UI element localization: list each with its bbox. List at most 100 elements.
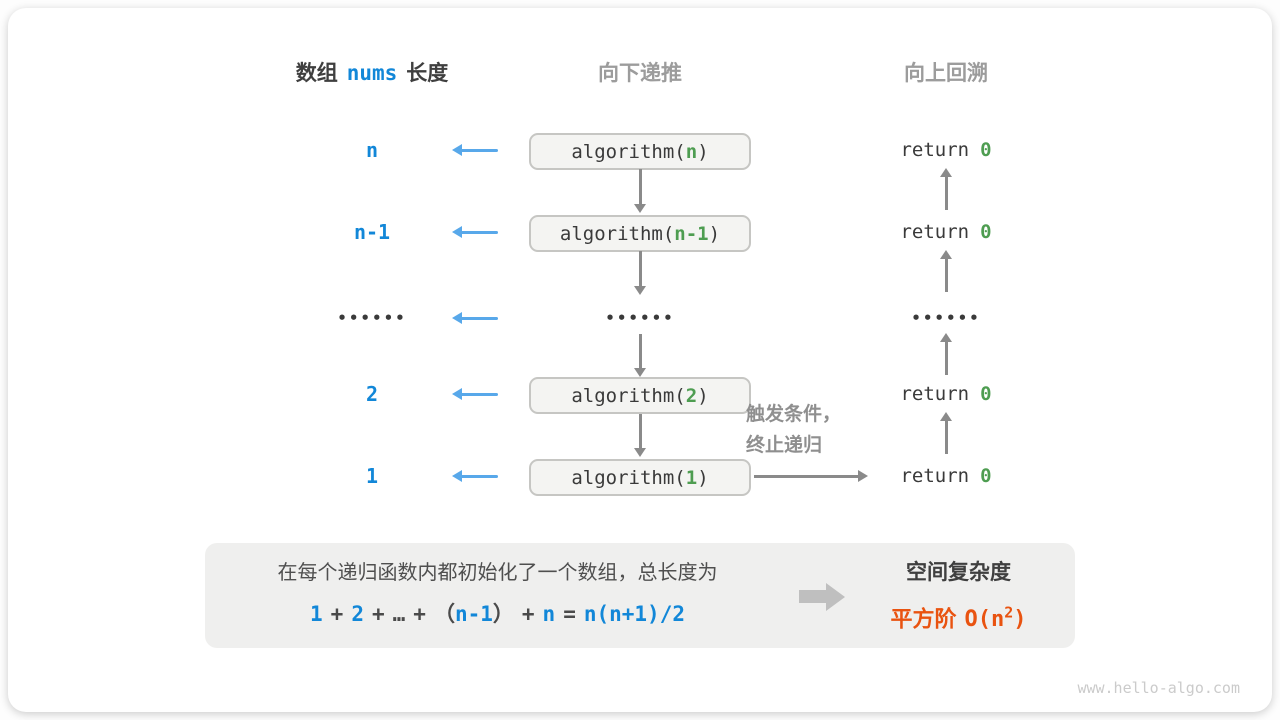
arrow-line	[944, 175, 948, 210]
formula-operator: +	[521, 602, 535, 626]
arrow-head	[452, 144, 462, 156]
return-value: 0	[980, 383, 992, 405]
arrow-head	[940, 168, 952, 177]
call-suffix: )	[697, 466, 709, 489]
summary-panel	[205, 543, 1075, 648]
length-label-1: 1	[365, 464, 379, 488]
call-prefix: algorithm(	[559, 222, 675, 245]
formula-term: n-1	[454, 602, 493, 626]
formula-term: 2	[351, 602, 364, 626]
formula-term: n	[542, 602, 556, 626]
annotation-line2: 终止递归	[746, 434, 823, 456]
array-label-suffix: 长度	[406, 61, 449, 85]
call-box-n: algorithm(n)	[529, 133, 751, 170]
up-arrow-gap1	[939, 168, 953, 210]
arrow-head	[940, 412, 952, 421]
array-name-code: nums	[346, 61, 398, 85]
down-arrow-gap3	[633, 334, 647, 377]
formula-paren-open: （	[433, 602, 455, 626]
arrow-head	[634, 368, 646, 377]
formula-term: 1	[310, 602, 323, 626]
complexity-title: 空间复杂度	[906, 560, 1011, 584]
watermark: www.hello-algo.com	[1077, 679, 1240, 697]
call-prefix: algorithm(	[571, 466, 686, 489]
arrow-head	[452, 470, 462, 482]
return-keyword: return	[900, 221, 970, 243]
arrow-line	[754, 474, 860, 478]
call-box-1: algorithm(1)	[529, 459, 751, 496]
call-suffix: )	[708, 222, 721, 245]
arrow-head	[634, 448, 646, 457]
left-arrow-row1	[452, 143, 498, 157]
call-prefix: algorithm(	[571, 384, 686, 407]
arrow-head	[940, 250, 952, 259]
return-keyword: return	[900, 465, 970, 487]
arrow-line	[460, 148, 498, 152]
big-o-exponent: 2	[1004, 604, 1014, 622]
down-arrow-gap1	[633, 169, 647, 213]
formula-result: n(n+1)/2	[583, 602, 685, 626]
arrow-line	[638, 251, 642, 288]
up-arrow-gap2	[939, 250, 953, 292]
call-arg: n-1	[674, 222, 709, 245]
arrow-head	[858, 470, 868, 482]
call-suffix: )	[697, 384, 709, 407]
left-arrow-row5	[452, 469, 498, 483]
left-arrow-row3	[452, 311, 498, 325]
call-suffix: )	[697, 140, 709, 163]
arrow-line	[638, 169, 642, 206]
down-arrow-gap2	[633, 251, 647, 295]
arrow-line	[944, 340, 948, 375]
arrow-head	[452, 388, 462, 400]
arrow-line	[638, 414, 642, 450]
summary-formula: 1+2+…+（n-1）+n=n(n+1)/2	[215, 599, 780, 629]
return-label-row4: return 0	[871, 381, 1021, 407]
left-arrow-row2	[452, 225, 498, 239]
column-header-backtrack-up: 向上回溯	[904, 61, 988, 85]
up-arrow-gap3	[939, 333, 953, 375]
return-keyword: return	[900, 139, 970, 161]
column-header-array-length: 数组 nums 长度	[272, 59, 472, 87]
block-arrow-tail	[799, 590, 826, 603]
return-keyword: return	[900, 383, 970, 405]
arrow-line	[460, 392, 498, 396]
up-arrow-gap4	[939, 412, 953, 454]
return-value: 0	[980, 221, 992, 243]
formula-operator: +	[330, 602, 344, 626]
formula-paren-close: ）	[492, 602, 514, 626]
left-arrow-row4	[452, 387, 498, 401]
return-label-row2: return 0	[871, 219, 1021, 245]
summary-text: 在每个递归函数内都初始化了一个数组，总长度为	[277, 560, 718, 584]
formula-operator: +	[413, 602, 426, 626]
base-case-return-arrow	[754, 469, 868, 483]
arrow-line	[944, 419, 948, 454]
array-label-prefix: 数组	[295, 61, 338, 85]
call-box-n-1: algorithm(n-1)	[529, 215, 751, 252]
call-box-2: algorithm(2)	[529, 377, 751, 414]
down-arrow-gap4	[633, 414, 647, 457]
big-o-prefix: O(n	[964, 607, 1005, 633]
arrow-line	[460, 316, 498, 320]
formula-ellipsis: …	[392, 602, 406, 626]
length-label-2: 2	[365, 382, 379, 406]
arrow-line	[638, 334, 642, 370]
length-label-n-1: n-1	[353, 220, 391, 244]
base-case-annotation: 触发条件，终止递归	[746, 399, 858, 461]
arrow-head	[452, 312, 462, 324]
arrow-head	[940, 333, 952, 342]
call-prefix: algorithm(	[571, 140, 686, 163]
call-arg: 2	[685, 384, 698, 407]
arrow-line	[460, 474, 498, 478]
arrow-head	[634, 204, 646, 213]
call-arg: n	[685, 140, 698, 163]
return-label-row1: return 0	[871, 137, 1021, 163]
block-arrow-icon	[826, 583, 845, 611]
arrow-head	[452, 226, 462, 238]
arrow-line	[460, 230, 498, 234]
return-value: 0	[980, 139, 992, 161]
ellipsis-return-column: ••••••	[911, 309, 981, 327]
formula-equals: =	[563, 602, 576, 626]
